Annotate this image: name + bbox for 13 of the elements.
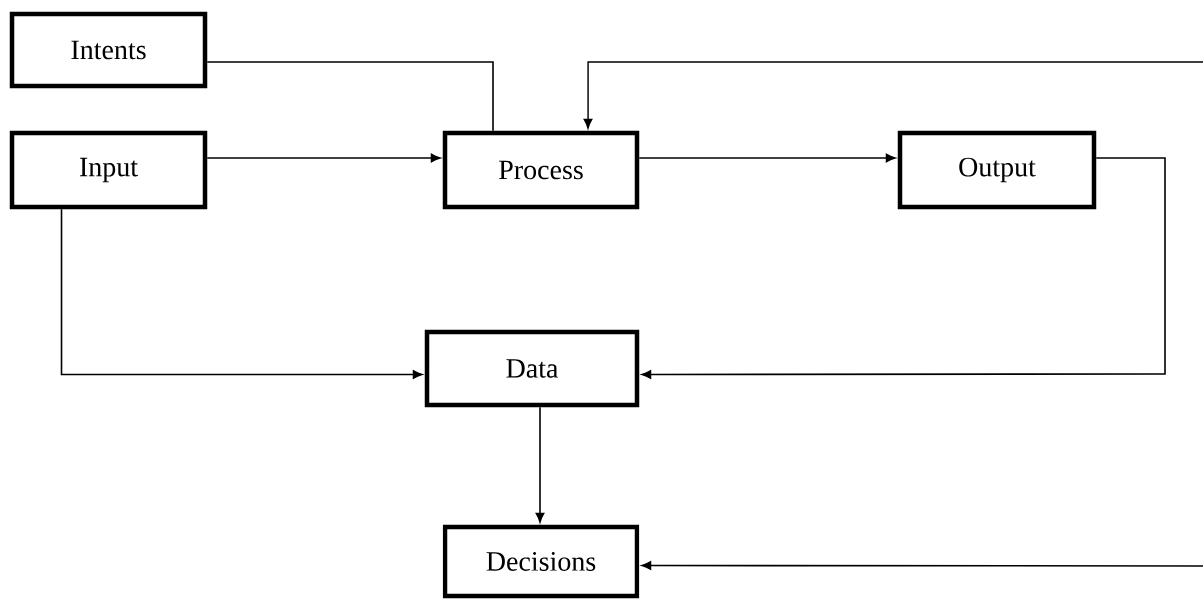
process-box: Input bbox=[9, 130, 208, 210]
arrow bbox=[641, 561, 1203, 570]
arrow bbox=[206, 153, 441, 163]
process-box: Intents bbox=[9, 11, 208, 89]
arrow bbox=[583, 61, 1203, 129]
process-box: Decisions bbox=[442, 524, 640, 599]
process-box: Process bbox=[442, 130, 640, 210]
process-box: Output bbox=[897, 130, 1097, 210]
arrow bbox=[60, 208, 423, 379]
process-box: Data bbox=[424, 329, 640, 408]
arrow bbox=[638, 153, 896, 163]
arrow bbox=[535, 406, 545, 523]
arrow bbox=[641, 157, 1166, 379]
